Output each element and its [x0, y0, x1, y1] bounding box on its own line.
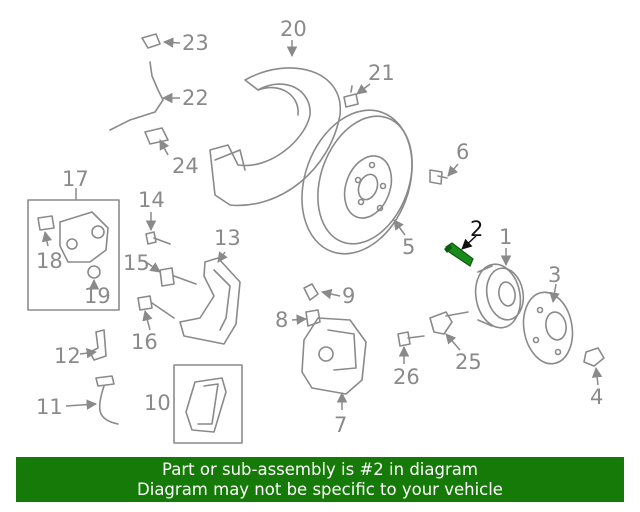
callout-12[interactable]: 12 — [54, 344, 81, 368]
bolt-15-part[interactable] — [159, 267, 197, 287]
callout-14[interactable]: 14 — [138, 188, 165, 212]
callout-16[interactable]: 16 — [131, 330, 158, 354]
callout-5[interactable]: 5 — [402, 235, 415, 259]
callout-13[interactable]: 13 — [214, 226, 241, 250]
callout-25[interactable]: 25 — [455, 350, 482, 374]
leader-lines — [41, 37, 603, 410]
callout-7[interactable]: 7 — [334, 413, 347, 437]
bleeder-9-part[interactable] — [303, 283, 319, 301]
splash-shield-part[interactable] — [209, 67, 341, 207]
callout-23[interactable]: 23 — [182, 31, 209, 55]
callout-26[interactable]: 26 — [393, 365, 420, 389]
bracket-25-part[interactable] — [429, 311, 469, 335]
sensor-wire-part[interactable] — [109, 33, 169, 145]
sensor-11-part[interactable] — [95, 375, 119, 425]
callout-2[interactable]: 2 — [470, 217, 483, 241]
info-banner: Part or sub-assembly is #2 in diagram Di… — [16, 457, 624, 502]
callout-20[interactable]: 20 — [280, 17, 307, 41]
callout-6[interactable]: 6 — [456, 140, 469, 164]
bolt-21-part[interactable] — [343, 85, 359, 108]
callout-22[interactable]: 22 — [182, 86, 209, 110]
wheel-hub-part[interactable] — [518, 288, 578, 367]
brake-pad-box — [173, 364, 243, 444]
callout-19[interactable]: 19 — [84, 284, 111, 308]
highlighted-bolt-part[interactable] — [444, 242, 474, 267]
callout-17[interactable]: 17 — [62, 167, 89, 191]
hub-nut-part[interactable] — [583, 347, 605, 367]
bolt-6-part[interactable] — [429, 169, 448, 185]
caliper-7-part[interactable] — [301, 317, 367, 395]
callout-4[interactable]: 4 — [590, 385, 603, 409]
bolt-14-part[interactable] — [145, 231, 171, 245]
caliper-housing-part[interactable] — [37, 211, 109, 279]
fitting-8-part[interactable] — [305, 309, 321, 327]
bracket-12-part[interactable] — [89, 329, 107, 361]
callout-21[interactable]: 21 — [368, 61, 395, 85]
callout-labels: 23 22 24 20 21 6 5 2 1 3 4 26 25 7 8 9 1… — [36, 17, 603, 437]
banner-line-1: Part or sub-assembly is #2 in diagram — [162, 459, 478, 479]
caliper-bracket-part[interactable] — [179, 257, 241, 345]
callout-15[interactable]: 15 — [123, 251, 150, 275]
callout-18[interactable]: 18 — [36, 249, 63, 273]
callout-24[interactable]: 24 — [172, 154, 199, 178]
caliper-kit-box — [27, 199, 120, 311]
brake-rotor-part[interactable] — [283, 95, 431, 270]
callout-1[interactable]: 1 — [499, 225, 512, 249]
callout-11[interactable]: 11 — [36, 395, 63, 419]
callout-8[interactable]: 8 — [275, 308, 288, 332]
hub-bearing-part[interactable] — [471, 261, 527, 332]
callout-9[interactable]: 9 — [342, 284, 355, 308]
bolt-16-part[interactable] — [137, 295, 175, 319]
bolt-26-part[interactable] — [397, 331, 425, 347]
banner-line-2: Diagram may not be specific to your vehi… — [137, 479, 503, 499]
brake-pads-part[interactable] — [185, 377, 227, 433]
callout-3[interactable]: 3 — [548, 263, 561, 287]
callout-10[interactable]: 10 — [144, 391, 171, 415]
